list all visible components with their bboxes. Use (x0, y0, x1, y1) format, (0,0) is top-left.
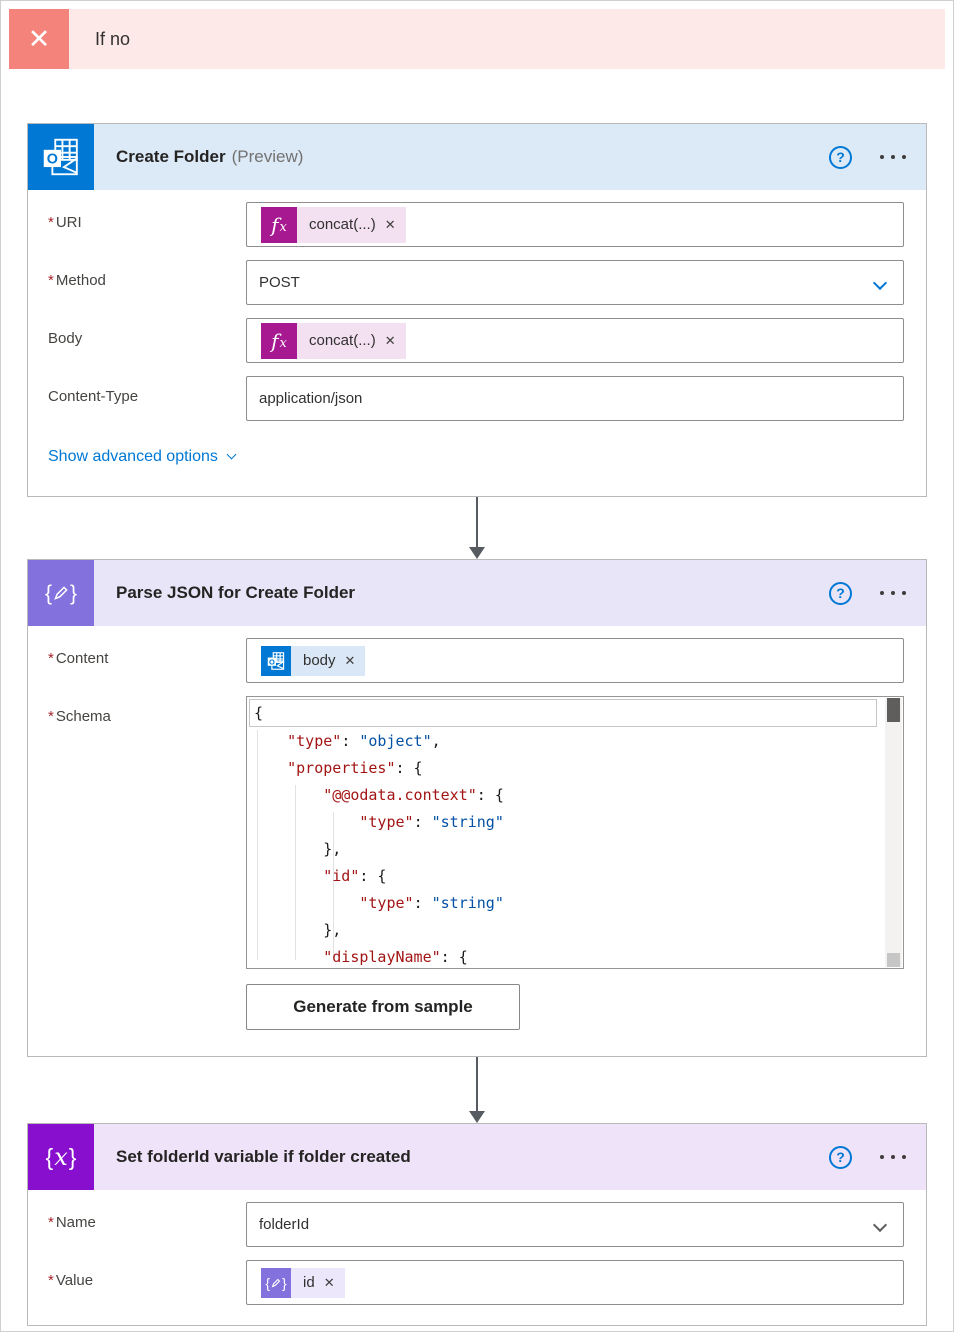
chevron-down-icon (872, 1217, 888, 1232)
name-label: *Name (48, 1214, 96, 1231)
schema-editor[interactable]: { "type": "object", "properties": { "@@o… (246, 696, 904, 969)
flow-connector-arrow (27, 1057, 927, 1123)
content-type-value: application/json (259, 390, 363, 407)
scrollbar-end (887, 953, 900, 967)
show-advanced-options-link[interactable]: Show advanced options (48, 448, 237, 466)
svg-text:O: O (269, 657, 275, 666)
remove-token-icon[interactable]: ✕ (384, 332, 396, 348)
token-label: body (303, 652, 336, 669)
action-card-parse-json: { } Parse JSON for Create Folder ? (27, 559, 927, 1057)
field-row-schema: *Schema { "type": "object", "properties"… (48, 696, 904, 969)
content-input[interactable]: O body ✕ (246, 638, 904, 683)
close-branch-button[interactable]: ✕ (9, 9, 69, 69)
card-header-parse-json[interactable]: { } Parse JSON for Create Folder ? (28, 560, 926, 626)
parse-json-connector-icon: { } (28, 560, 94, 626)
name-value: folderId (259, 1216, 310, 1233)
flow-connector-arrow (27, 497, 927, 559)
value-label: *Value (48, 1272, 94, 1289)
id-dynamic-content-token[interactable]: { } id ✕ (261, 1267, 345, 1298)
branch-header: ✕ If no (9, 9, 945, 69)
branch-label: If no (95, 28, 131, 49)
remove-token-icon[interactable]: ✕ (323, 1274, 335, 1290)
field-row-name: *Name folderId (48, 1202, 904, 1247)
schema-label: *Schema (48, 708, 111, 725)
method-select[interactable]: POST (246, 260, 904, 305)
method-label: *Method (48, 272, 106, 289)
remove-token-icon[interactable]: ✕ (344, 652, 356, 668)
token-label: concat(...) (309, 332, 376, 349)
action-card-create-folder: O Create Folder(Preview) ? *URI (27, 123, 927, 497)
field-row-content: *Content (48, 638, 904, 683)
card-title: Create Folder(Preview) (116, 147, 304, 166)
uri-label: *URI (48, 214, 82, 231)
chevron-down-icon (872, 275, 888, 290)
help-icon[interactable]: ? (829, 1145, 852, 1169)
name-select[interactable]: folderId (246, 1202, 904, 1247)
content-label: *Content (48, 650, 109, 667)
token-label: id (303, 1274, 315, 1291)
card-header-set-variable[interactable]: {x} Set folderId variable if folder crea… (28, 1124, 926, 1190)
more-options-icon[interactable] (878, 149, 908, 165)
value-input[interactable]: { } id ✕ (246, 1260, 904, 1305)
card-title: Parse JSON for Create Folder (116, 583, 356, 602)
content-type-input[interactable]: application/json (246, 376, 904, 421)
generate-from-sample-button[interactable]: Generate from sample (246, 984, 520, 1030)
more-options-icon[interactable] (878, 585, 908, 601)
card-title: Set folderId variable if folder created (116, 1147, 411, 1166)
help-icon[interactable]: ? (829, 581, 852, 605)
set-variable-connector-icon: {x} (28, 1124, 94, 1190)
body-label: Body (48, 330, 83, 347)
remove-token-icon[interactable]: ✕ (384, 216, 396, 232)
outlook-token-icon: O (261, 645, 291, 676)
content-type-label: Content-Type (48, 388, 139, 405)
outlook-connector-icon: O (28, 124, 94, 190)
chevron-down-icon (226, 449, 237, 460)
parse-json-token-icon: { } (261, 1267, 291, 1298)
help-icon[interactable]: ? (829, 145, 852, 169)
card-header-create-folder[interactable]: O Create Folder(Preview) ? (28, 124, 926, 190)
body-dynamic-content-token[interactable]: O body ✕ (261, 645, 366, 676)
field-row-method: *Method POST (48, 260, 904, 305)
svg-text:O: O (47, 151, 58, 167)
preview-suffix: (Preview) (231, 147, 304, 166)
schema-scrollbar[interactable] (885, 698, 902, 967)
field-row-content-type: Content-Type application/json (48, 376, 904, 421)
method-value: POST (259, 274, 300, 291)
scrollbar-thumb[interactable] (887, 698, 900, 722)
close-icon: ✕ (27, 23, 51, 54)
more-options-icon[interactable] (878, 1149, 908, 1165)
field-row-value: *Value { } id (48, 1260, 904, 1305)
branch-label-bar: If no (69, 9, 945, 69)
token-label: concat(...) (309, 216, 376, 233)
action-card-set-variable: {x} Set folderId variable if folder crea… (27, 1123, 927, 1326)
schema-code-lines: { "type": "object", "properties": { "@@o… (247, 697, 879, 968)
